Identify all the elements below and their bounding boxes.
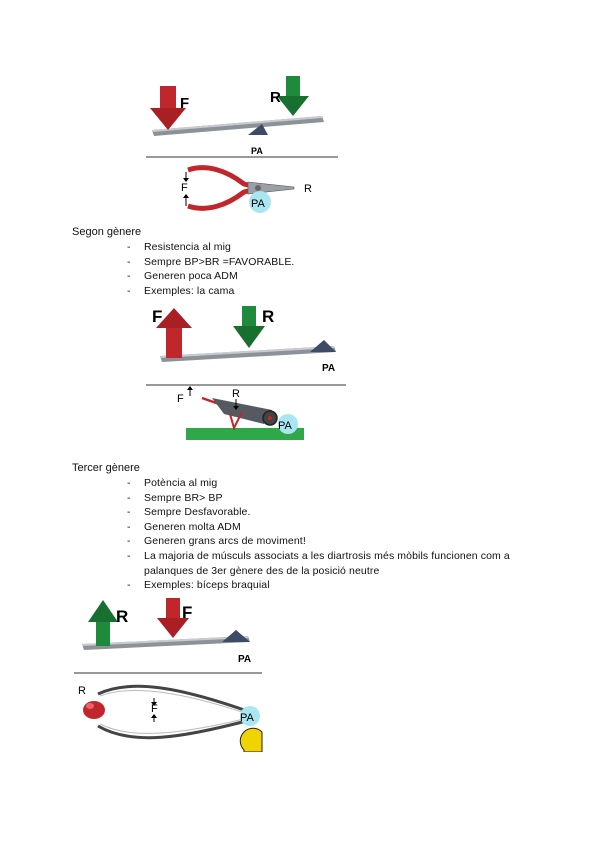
list-item: -Generen grans arcs de moviment! — [127, 535, 306, 548]
resistance-arrow — [88, 600, 118, 646]
list-item: -Exemples: bíceps braquial — [127, 579, 270, 592]
fulcrum-label: PA — [322, 363, 335, 374]
list-item: -Sempre Desfavorable. — [127, 506, 251, 519]
third-class-lever-diagram: R F PA — [74, 598, 262, 674]
grass — [186, 428, 304, 440]
list-item: -Generen poca ADM — [127, 270, 238, 283]
list-item: -Resistencia al mig — [127, 241, 231, 253]
force-label: F — [182, 603, 192, 622]
force-arrow — [156, 308, 192, 358]
fulcrum-triangle — [248, 124, 268, 135]
resistance-arrow — [277, 76, 309, 116]
resistance-arrow — [233, 306, 265, 348]
first-class-lever-diagram: F R PA — [146, 76, 338, 158]
fulcrum-circle — [249, 191, 271, 213]
pliers-example-diagram: PA F R — [181, 165, 312, 213]
list-item: -Generen molta ADM — [127, 520, 241, 533]
fulcrum-label: PA — [251, 146, 263, 156]
list-item: -Sempre BR> BP — [127, 491, 223, 504]
fulcrum-circle — [278, 414, 298, 434]
second-class-lever-diagram: F R PA — [146, 306, 346, 386]
resistance-label: R — [262, 307, 274, 326]
resistance-label: R — [78, 685, 86, 697]
hand-weight — [83, 701, 105, 719]
fulcrum-triangle — [310, 340, 336, 352]
list-item: -La majoria de músculs associats a les d… — [127, 549, 510, 577]
force-arrow — [157, 598, 189, 638]
fulcrum-label: PA — [278, 420, 293, 432]
wheelbarrow-example-diagram: PA F R — [177, 386, 304, 440]
segon-genere-heading: Segon gènere — [72, 226, 142, 238]
fulcrum-triangle — [222, 630, 250, 642]
force-label: F — [152, 307, 162, 326]
force-label: F — [180, 95, 189, 112]
list-item: -Potència al mig — [127, 477, 218, 489]
force-label: F — [181, 182, 188, 194]
fulcrum-label: PA — [238, 654, 251, 665]
fulcrum-circle — [240, 706, 260, 726]
tercer-genere-list: -Potència al mig -Sempre BR> BP -Sempre … — [127, 476, 547, 593]
force-arrow — [150, 86, 186, 130]
force-label: F — [177, 393, 184, 405]
tercer-genere-heading: Tercer gènere — [72, 462, 140, 474]
segon-genere-list: -Resistencia al mig -Sempre BP>BR =FAVOR… — [127, 240, 547, 298]
resistance-label: R — [116, 607, 128, 626]
list-item: -Exemples: la cama — [127, 284, 235, 297]
biceps-example-diagram: PA R F — [78, 684, 263, 752]
resistance-label: R — [270, 89, 281, 106]
resistance-label: R — [304, 183, 312, 195]
fulcrum-label: PA — [251, 198, 266, 210]
resistance-label: R — [232, 388, 240, 400]
fulcrum-label: PA — [240, 712, 255, 724]
list-item: -Sempre BP>BR =FAVORABLE. — [127, 255, 295, 268]
force-label: F — [151, 703, 158, 715]
